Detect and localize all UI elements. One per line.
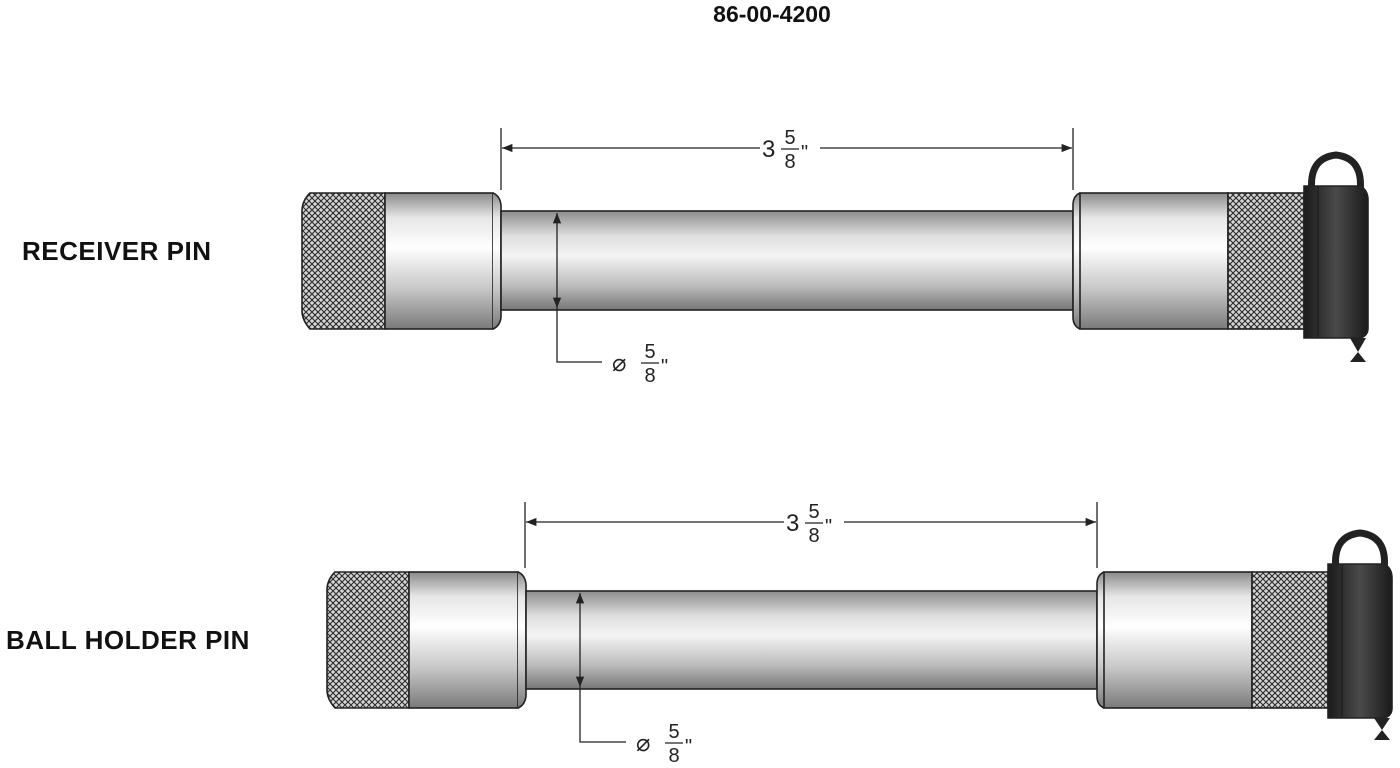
receiver-left-collar — [384, 192, 494, 330]
ball-holder-diameter-unit: " — [685, 736, 692, 758]
receiver-length-denominator: 8 — [784, 151, 795, 173]
receiver-length-whole: 3 — [762, 136, 775, 163]
ball-holder-diameter-numerator: 5 — [668, 721, 679, 743]
ball-holder-left-knurl — [326, 571, 410, 709]
receiver-right-knurl — [1227, 192, 1305, 330]
receiver-pin-drawing — [301, 151, 1369, 362]
receiver-diameter-unit: " — [661, 356, 668, 378]
ball-holder-right-knurl — [1251, 571, 1329, 709]
receiver-length-unit: " — [801, 142, 808, 164]
receiver-lock-ring — [1308, 151, 1364, 194]
ball-holder-right-collar — [1103, 571, 1253, 709]
receiver-diameter-denominator: 8 — [644, 365, 655, 387]
ball-holder-diameter-label: ⌀ 5 8 " — [636, 721, 692, 767]
receiver-right-collar — [1079, 192, 1229, 330]
receiver-left-knurl — [301, 192, 386, 330]
receiver-length-numerator: 5 — [784, 127, 795, 149]
ball-holder-cap-tip — [1374, 718, 1390, 740]
ball-holder-length-unit: " — [825, 516, 832, 538]
receiver-length-label: 3 5 8 " — [762, 127, 808, 173]
ball-holder-lock-cap — [1327, 563, 1393, 719]
ball-holder-length-whole: 3 — [786, 510, 799, 537]
receiver-shaft — [500, 210, 1074, 311]
ball-holder-pin-label: BALL HOLDER PIN — [6, 625, 250, 655]
receiver-pin-label: RECEIVER PIN — [22, 236, 212, 266]
receiver-diameter-label: ⌀ 5 8 " — [612, 341, 668, 387]
ball-holder-length-numerator: 5 — [808, 501, 819, 523]
ball-holder-length-denominator: 8 — [808, 525, 819, 547]
ball-holder-lock-ring — [1332, 529, 1388, 571]
ball-holder-pin-drawing — [326, 529, 1393, 740]
receiver-pin-group: RECEIVER PIN 3 5 8 " — [22, 127, 1369, 387]
ball-holder-pin-group: BALL HOLDER PIN 3 5 8 " ⌀ — [6, 501, 1393, 767]
receiver-diameter-symbol: ⌀ — [612, 350, 626, 377]
receiver-cap-tip — [1350, 338, 1366, 362]
part-number: 86-00-4200 — [713, 1, 831, 27]
receiver-lock-cap — [1303, 185, 1369, 339]
receiver-diameter-numerator: 5 — [644, 341, 655, 363]
ball-holder-diameter-denominator: 8 — [668, 745, 679, 767]
ball-holder-left-collar — [408, 571, 519, 709]
ball-holder-length-label: 3 5 8 " — [786, 501, 832, 547]
ball-holder-diameter-symbol: ⌀ — [636, 730, 650, 757]
ball-holder-shaft — [525, 590, 1098, 690]
